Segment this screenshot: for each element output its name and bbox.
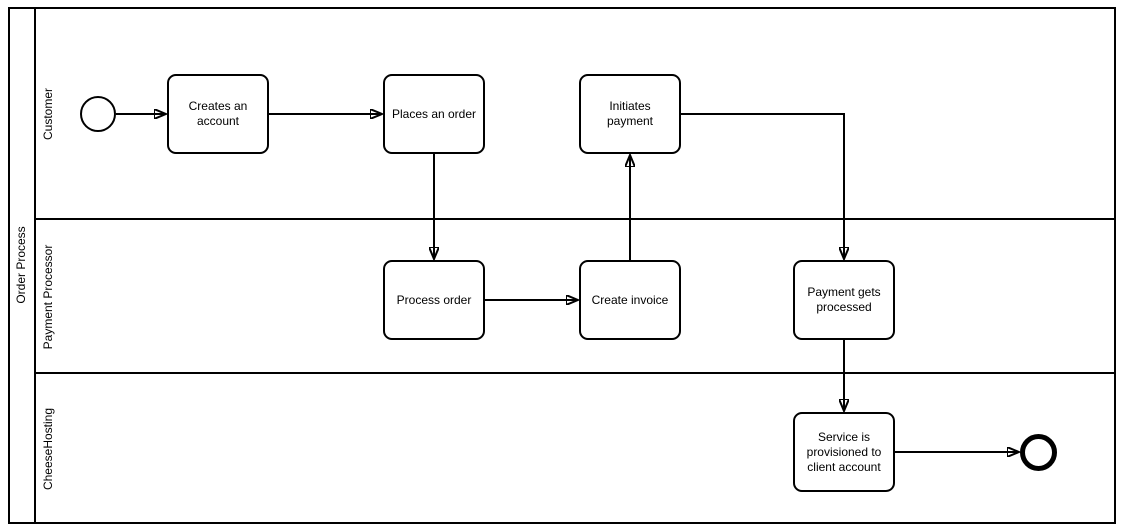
task-label: Service is provisioned to client account [806, 429, 882, 474]
task-label: Creates an account [188, 99, 248, 128]
task-label: Places an order [391, 106, 477, 121]
task-service-provisioned[interactable]: Service is provisioned to client account [793, 412, 895, 492]
task-label: Create invoice [591, 292, 669, 307]
task-create-invoice[interactable]: Create invoice [579, 260, 681, 340]
end-event[interactable] [1020, 434, 1057, 471]
pool-label-band-divider [34, 9, 36, 522]
task-places-order[interactable]: Places an order [383, 74, 485, 154]
task-label: Initiates payment [606, 99, 654, 128]
task-creates-account[interactable]: Creates an account [167, 74, 269, 154]
start-event[interactable] [80, 96, 116, 132]
task-label: Process order [396, 292, 472, 307]
flow-initiates-payment-to-payment-processed[interactable] [681, 113, 844, 258]
task-label: Payment gets processed [807, 285, 881, 314]
task-payment-processed[interactable]: Payment gets processed [793, 260, 895, 340]
lane-divider-customer-paymentprocessor [36, 218, 1114, 220]
lane-divider-paymentprocessor-cheesehosting [36, 372, 1114, 374]
task-initiates-payment[interactable]: Initiates payment [579, 74, 681, 154]
task-process-order[interactable]: Process order [383, 260, 485, 340]
